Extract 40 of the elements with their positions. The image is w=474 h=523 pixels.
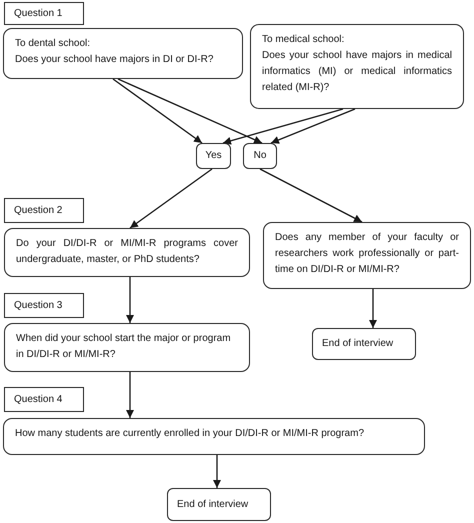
end-box [312,328,416,360]
question-number-label: Question 4 [14,392,64,406]
question-card [263,222,471,289]
question-card [3,418,425,455]
question-card [4,228,250,277]
question-tag [4,387,84,412]
end-label: End of interview [322,337,394,351]
question-text: Does any member of your faculty or researchers work professionally or part-time on DI/DI-R or MI/MI-R? [275,231,459,277]
end-box [167,488,271,521]
question-text: When did your school start the major or program in DI/DI-R or MI/MI-R? [16,332,232,362]
question-card [250,24,464,109]
question-tag [4,2,84,25]
arrow [126,277,134,323]
question-text: Does your school have majors in medical informatics (MI) or medical informatics related (MI-R)? [262,49,452,95]
arrow [112,78,202,144]
answer-label: No [254,149,266,163]
question-tag [4,198,84,223]
answer-tag [196,143,231,169]
question-tag [4,293,84,318]
arrow [213,455,221,488]
arrow [126,372,134,418]
arrow [270,108,356,144]
question-number-label: Question 3 [14,298,64,312]
question-text: How many students are currently enrolled in your DI/DI-R or MI/MI-R program? [15,427,366,441]
question-text: Do your DI/DI-R or MI/MI-R programs cover undergraduate, master, or PhD students? [16,237,238,267]
arrow [222,108,344,145]
audience-label: To medical school: [262,33,346,47]
question-card [3,28,243,79]
arrow [118,78,262,144]
question-number-label: Question 1 [14,6,64,20]
question-card [4,323,250,372]
audience-label: To dental school: [15,37,92,51]
arrow [260,168,362,223]
end-label: End of interview [177,498,250,512]
question-text: Does your school have majors in DI or DI-R? [15,53,214,67]
answer-label: Yes [205,149,222,163]
question-number-label: Question 2 [14,204,64,218]
arrow [369,289,377,328]
arrow [130,168,212,229]
answer-tag [243,143,277,169]
